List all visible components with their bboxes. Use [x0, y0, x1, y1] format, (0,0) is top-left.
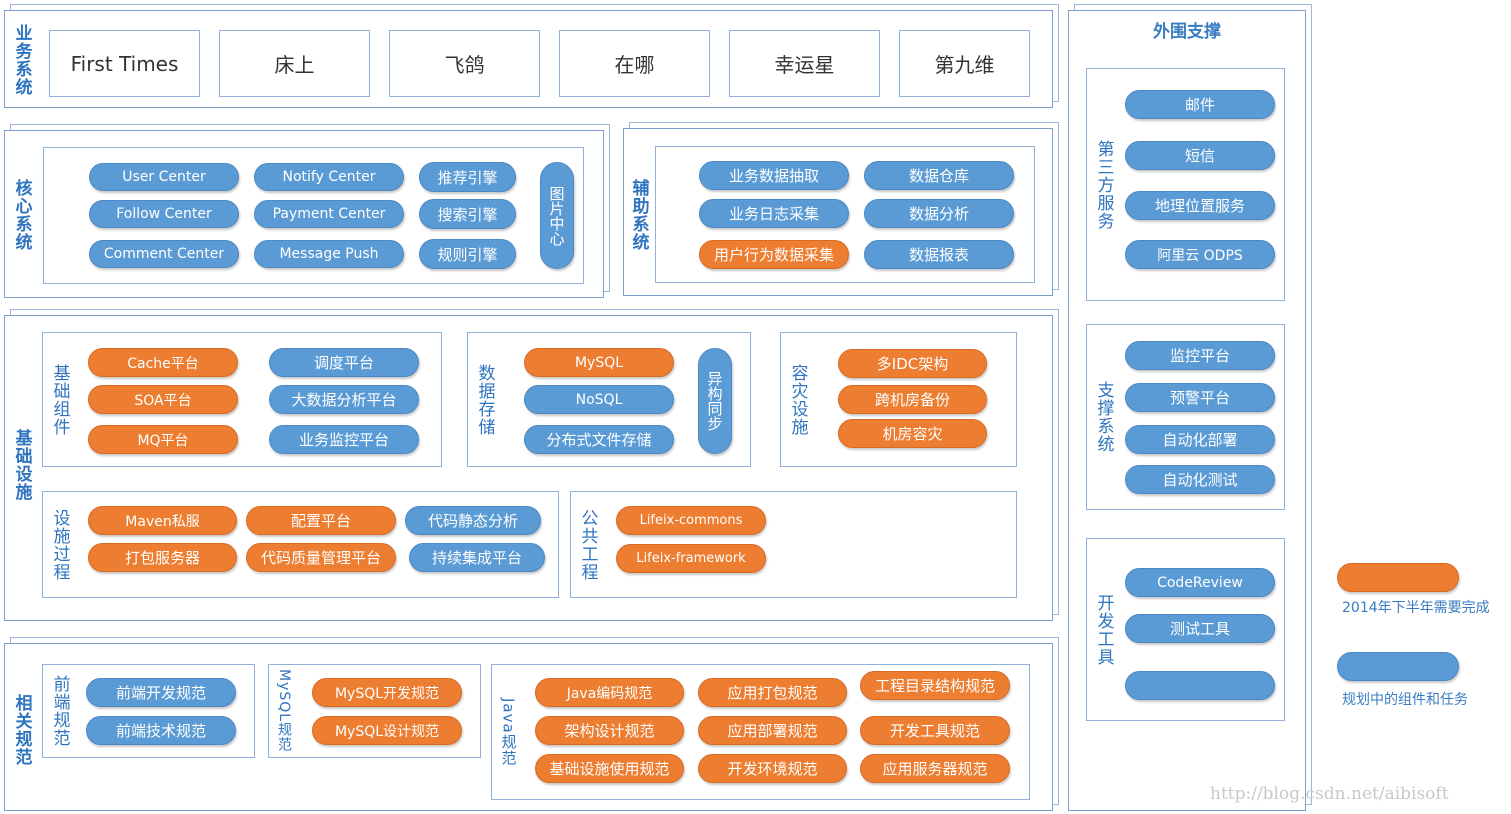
- infra-cache-platform: Cache平台: [88, 348, 238, 377]
- infra-mq-platform: MQ平台: [88, 425, 238, 454]
- core-message-push: Message Push: [254, 240, 404, 268]
- third-aliyun-odps: 阿里云 ODPS: [1125, 240, 1275, 269]
- infra-scheduling-platform: 调度平台: [269, 348, 419, 377]
- core-user-center: User Center: [89, 163, 239, 191]
- periphery-title: 外围支撑: [1153, 22, 1221, 42]
- specs-java-coding: Java编码规范: [535, 678, 684, 707]
- aux-biz-data-extract: 业务数据抽取: [699, 161, 849, 190]
- third-party-label: 第三方服务: [1093, 140, 1114, 230]
- business-item-dijiuwei: 第九维: [899, 30, 1030, 97]
- infra-label: 基础设施: [11, 429, 32, 501]
- business-item-xingyunxing: 幸运星: [729, 30, 880, 97]
- infra-dr-label: 容灾设施: [787, 364, 808, 436]
- core-recommend-engine: 推荐引擎: [419, 162, 516, 192]
- aux-data-analysis: 数据分析: [864, 199, 1014, 228]
- specs-java-label: Java规范: [499, 698, 518, 766]
- infra-ci-platform: 持续集成平台: [409, 543, 545, 572]
- infra-storage-nosql: NoSQL: [524, 385, 674, 414]
- aux-data-warehouse: 数据仓库: [864, 161, 1014, 190]
- specs-project-dir: 工程目录结构规范: [860, 671, 1010, 700]
- watermark-text: http://blog.csdn.net/aibisoft: [1210, 784, 1449, 804]
- specs-frontend-label: 前端规范: [49, 675, 70, 747]
- infra-storage-label: 数据存储: [474, 364, 495, 436]
- infra-biz-monitor-platform: 业务监控平台: [269, 425, 419, 454]
- specs-dev-tools: 开发工具规范: [860, 716, 1010, 745]
- legend-orange-swatch: [1337, 563, 1459, 592]
- third-sms: 短信: [1125, 141, 1275, 170]
- legend-blue-swatch: [1337, 652, 1459, 681]
- support-auto-test: 自动化测试: [1125, 465, 1275, 494]
- infra-static-analysis: 代码静态分析: [405, 506, 541, 535]
- specs-infra-usage: 基础设施使用规范: [535, 754, 684, 783]
- infra-basic-label: 基础组件: [49, 364, 70, 436]
- business-systems-label: 业务系统: [11, 24, 32, 96]
- core-notify-center: Notify Center: [254, 163, 404, 191]
- specs-label: 相关规范: [11, 694, 32, 766]
- infra-maven-repo: Maven私服: [88, 506, 237, 535]
- legend-orange-label: 2014年下半年需要完成: [1342, 600, 1490, 616]
- legend-blue-label: 规划中的组件和任务: [1342, 692, 1468, 708]
- infra-build-server: 打包服务器: [88, 543, 237, 572]
- specs-mysql-design: MySQL设计规范: [312, 716, 462, 745]
- infra-lifeix-commons: Lifeix-commons: [616, 506, 766, 535]
- aux-biz-log-collect: 业务日志采集: [699, 199, 849, 228]
- aux-user-behavior-collect: 用户行为数据采集: [699, 240, 849, 269]
- infra-cross-dc-backup: 跨机房备份: [838, 385, 987, 414]
- support-monitor: 监控平台: [1125, 341, 1275, 370]
- infra-common-label: 公共工程: [577, 509, 598, 581]
- infra-lifeix-framework: Lifeix-framework: [616, 544, 766, 573]
- business-item-chuangshang: 床上: [219, 30, 370, 97]
- third-geo-service: 地理位置服务: [1125, 191, 1275, 220]
- business-item-zaina: 在哪: [559, 30, 710, 97]
- specs-app-packaging: 应用打包规范: [698, 678, 847, 707]
- core-comment-center: Comment Center: [89, 240, 239, 268]
- aux-data-report: 数据报表: [864, 240, 1014, 269]
- support-label: 支撑系统: [1093, 381, 1114, 453]
- core-search-engine: 搜索引擎: [419, 199, 516, 229]
- infra-code-quality-platform: 代码质量管理平台: [246, 543, 396, 572]
- infra-heterogeneous-sync: 异构同步: [698, 348, 732, 454]
- specs-mysql-label: MySQL规范: [276, 669, 292, 753]
- core-follow-center: Follow Center: [89, 200, 239, 228]
- infra-storage-mysql: MySQL: [524, 348, 674, 377]
- infra-multi-idc: 多IDC架构: [838, 349, 987, 378]
- specs-app-deploy: 应用部署规范: [698, 716, 847, 745]
- specs-frontend-dev: 前端开发规范: [86, 678, 236, 707]
- aux-systems-label: 辅助系统: [628, 179, 649, 251]
- specs-dev-env: 开发环境规范: [698, 754, 847, 783]
- infra-dc-disaster-recovery: 机房容灾: [838, 419, 987, 448]
- business-item-feige: 飞鸽: [389, 30, 540, 97]
- support-auto-deploy: 自动化部署: [1125, 425, 1275, 454]
- core-payment-center: Payment Center: [254, 200, 404, 228]
- devtools-codereview: CodeReview: [1125, 568, 1275, 597]
- infra-soa-platform: SOA平台: [88, 385, 238, 414]
- devtools-test-tools: 测试工具: [1125, 614, 1275, 643]
- third-email: 邮件: [1125, 90, 1275, 119]
- specs-frontend-tech: 前端技术规范: [86, 716, 236, 745]
- infra-process-label: 设施过程: [49, 509, 70, 581]
- specs-arch-design: 架构设计规范: [535, 716, 684, 745]
- infra-storage-dfs: 分布式文件存储: [524, 425, 674, 454]
- infra-bigdata-platform: 大数据分析平台: [269, 385, 419, 414]
- devtools-label: 开发工具: [1093, 594, 1114, 666]
- core-image-center: 图片中心: [540, 162, 574, 269]
- specs-mysql-dev: MySQL开发规范: [312, 678, 462, 707]
- business-item-first-times: First Times: [49, 30, 200, 97]
- support-alert: 预警平台: [1125, 383, 1275, 412]
- core-rule-engine: 规则引擎: [419, 239, 516, 269]
- devtools-empty-item: [1125, 671, 1275, 700]
- specs-app-server: 应用服务器规范: [860, 754, 1010, 783]
- infra-config-platform: 配置平台: [246, 506, 396, 535]
- core-systems-label: 核心系统: [11, 179, 32, 251]
